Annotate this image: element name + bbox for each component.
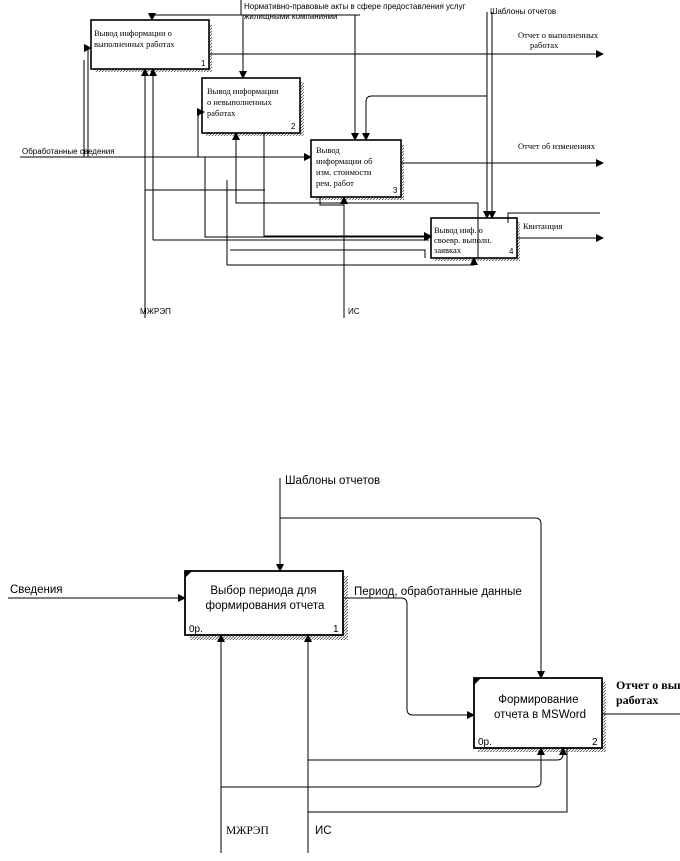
label-templates-top: Шаблоны отчетов	[490, 7, 556, 16]
top-box-3-text: Вывод информации об изм. стоимости рем. …	[316, 145, 375, 188]
bottom-diagram	[8, 478, 680, 853]
top-box-4-num: 4	[509, 247, 514, 256]
top-box-1-num: 1	[201, 59, 206, 68]
bottom-box-2	[473, 677, 603, 749]
label-mech-is-bottom: ИС	[315, 825, 332, 837]
label-svedeniya: Сведения	[10, 584, 63, 596]
top-box-2-text: Вывод информации о невыполненных работах	[207, 86, 281, 118]
label-out-changes: Отчет об изменениях	[518, 141, 596, 151]
bottom-box-1-cost: 0р.	[189, 624, 203, 635]
top-box-2-num: 2	[291, 122, 296, 131]
top-box-3-num: 3	[393, 186, 398, 195]
label-mech-mzhrep-bottom: МЖРЭП	[226, 825, 269, 837]
top-diagram-text: Вывод информации о выполненных работах 1…	[22, 2, 600, 316]
top-box-1	[90, 19, 210, 70]
label-templates-bottom: Шаблоны отчетов	[285, 475, 380, 487]
top-diagram	[20, 0, 604, 318]
top-box-4	[430, 217, 518, 259]
label-regulations: Нормативно-правовые акты в сфере предост…	[244, 2, 468, 21]
bottom-box-2-text: Формирование отчета в MSWord	[494, 694, 586, 721]
arrow-period	[343, 597, 475, 719]
bottom-box-2-num: 2	[592, 737, 598, 748]
label-out-done: Отчет о выполненных работах	[518, 30, 600, 50]
top-box-1-text: Вывод информации о выполненных работах	[94, 28, 175, 49]
bottom-box-1-num: 1	[333, 624, 339, 635]
bottom-box-1-text: Выбор периода для формирования отчета	[206, 585, 326, 612]
label-output-report: Отчет о вып работах	[616, 678, 680, 707]
label-mech-is-top: ИС	[348, 307, 360, 316]
label-out-receipt: Квитанция	[523, 221, 562, 231]
bottom-diagram-text: Выбор периода для формирования отчета 0р…	[10, 475, 680, 837]
top-box-4-text: Вывод инф. о своевр. выполн. заявках	[434, 225, 494, 255]
label-mech-mzhrep-top: МЖРЭП	[140, 307, 171, 316]
label-processed: Обработанные сведения	[22, 147, 115, 156]
bottom-box-1	[184, 570, 344, 636]
top-box-2	[201, 77, 301, 134]
bottom-box-2-cost: 0р.	[478, 737, 492, 748]
label-period: Период, обработанные данные	[354, 586, 522, 598]
